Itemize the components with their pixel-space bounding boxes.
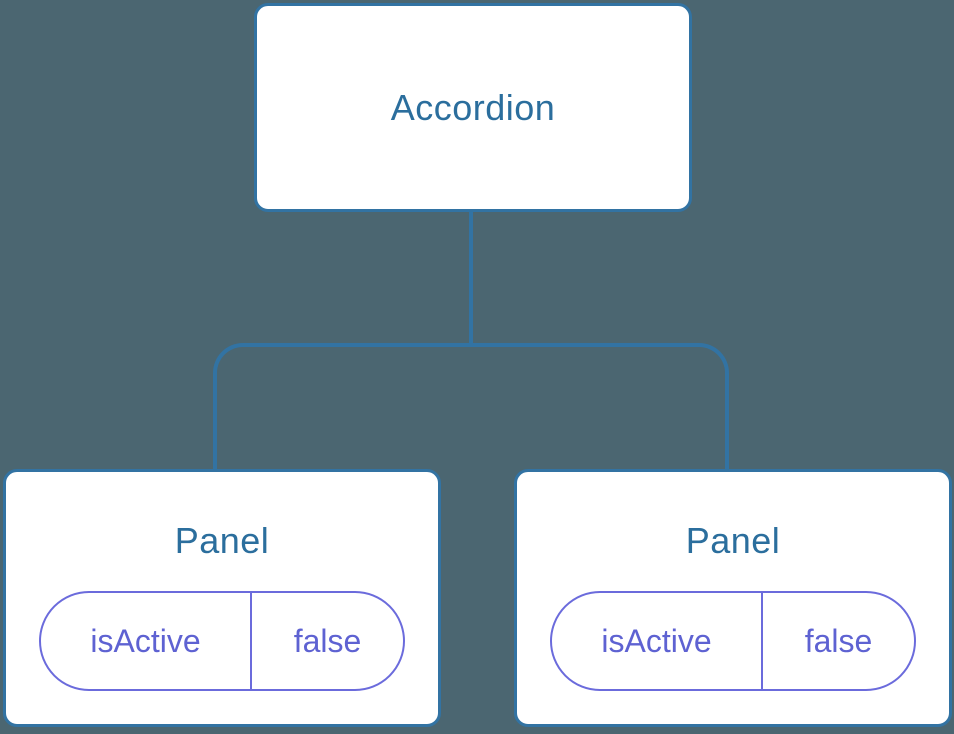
panel-node-label: Panel <box>685 520 781 561</box>
state-value-cell: false <box>763 593 914 689</box>
state-key-label: isActive <box>90 622 201 659</box>
state-pill: isActive false <box>39 591 405 691</box>
state-pill: isActive false <box>550 591 916 691</box>
component-node-panel-left: Panel isActive false <box>3 469 441 727</box>
connector-bracket <box>213 343 729 469</box>
connector-stem <box>469 211 473 343</box>
component-node-accordion: Accordion <box>254 3 692 212</box>
state-value-cell: false <box>252 593 403 689</box>
state-value-label: false <box>293 622 362 659</box>
component-node-panel-right: Panel isActive false <box>514 469 952 727</box>
state-value-label: false <box>804 622 873 659</box>
state-key-label: isActive <box>601 622 712 659</box>
state-key-cell: isActive <box>41 593 253 689</box>
accordion-node-label: Accordion <box>390 86 556 128</box>
panel-node-label: Panel <box>174 520 270 561</box>
state-key-cell: isActive <box>552 593 764 689</box>
